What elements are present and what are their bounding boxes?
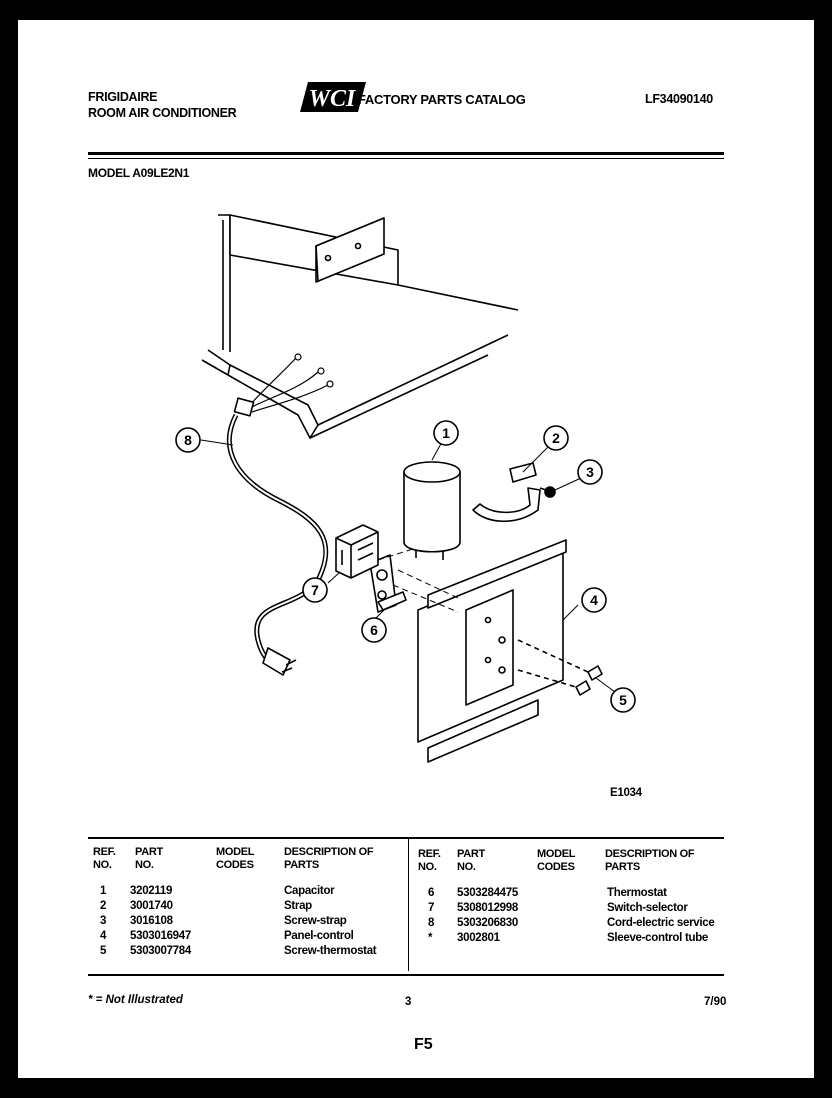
row-ref: 2 — [100, 900, 107, 912]
callout-2-label: 2 — [552, 430, 560, 446]
logo-text: WCI — [309, 86, 357, 112]
callout-5 — [610, 687, 636, 713]
row-ref: 7 — [428, 902, 435, 914]
row-part: 3002801 — [457, 932, 500, 944]
figure-code: E1034 — [610, 787, 642, 799]
selector-switch — [335, 524, 379, 579]
row-desc: Panel-control — [284, 930, 354, 942]
row-desc: Strap — [284, 900, 312, 912]
callout-2 — [543, 425, 569, 451]
callout-3-label: 3 — [586, 464, 594, 480]
table-bottom-rule — [88, 974, 724, 976]
row-desc: Capacitor — [284, 885, 335, 897]
row-desc: Cord-electric service — [607, 917, 715, 929]
row-ref: 5 — [100, 945, 107, 957]
row-part: 5303206830 — [457, 917, 518, 929]
row-part: 3016108 — [130, 915, 173, 927]
strap-screw — [539, 486, 556, 498]
power-cord — [226, 397, 329, 676]
wci-logo: WCI — [300, 82, 366, 112]
row-part: 5303284475 — [457, 887, 518, 899]
callout-5-label: 5 — [619, 692, 627, 708]
row-part: 5303016947 — [130, 930, 191, 942]
table-top-rule — [88, 837, 724, 839]
header-rule-thick — [88, 152, 724, 155]
row-ref: 4 — [100, 930, 107, 942]
row-ref: * — [428, 932, 433, 944]
revision-date: 7/90 — [704, 996, 727, 1008]
table-divider — [408, 839, 409, 971]
callout-1-label: 1 — [442, 425, 450, 441]
control-panel — [417, 539, 567, 763]
thermostat-screws — [517, 639, 603, 696]
row-desc: Thermostat — [607, 887, 667, 899]
capacitor — [403, 461, 461, 560]
row-ref: 1 — [100, 885, 107, 897]
row-desc: Screw-strap — [284, 915, 347, 927]
header-part-no: PART NO. — [135, 846, 163, 871]
row-desc: Screw-thermostat — [284, 945, 377, 957]
header-ref-no: REF. NO. — [93, 846, 116, 871]
header-model-codes-right: MODEL CODES — [537, 848, 576, 873]
unit-housing — [201, 214, 519, 439]
callout-6 — [361, 617, 387, 643]
row-ref: 3 — [100, 915, 107, 927]
row-desc: Sleeve-control tube — [607, 932, 709, 944]
row-ref: 8 — [428, 917, 435, 929]
exploded-parts-diagram: 1 2 3 4 5 6 7 8 — [175, 214, 636, 763]
header-part-no-right: PART NO. — [457, 848, 485, 873]
model-line: MODEL A09LE2N1 — [88, 166, 190, 180]
not-illustrated-note: * = Not Illustrated — [88, 994, 183, 1006]
row-part: 5303007784 — [130, 945, 191, 957]
thermostat — [369, 554, 407, 613]
callout-1 — [433, 420, 459, 446]
callout-8 — [175, 427, 201, 453]
callout-7-label: 7 — [311, 582, 319, 598]
alignment-lines — [377, 547, 459, 613]
page-number: 3 — [405, 996, 412, 1008]
row-part: 5308012998 — [457, 902, 518, 914]
row-ref: 6 — [428, 887, 435, 899]
catalog-title: FACTORY PARTS CATALOG — [358, 92, 526, 107]
section-code: F5 — [414, 1036, 433, 1053]
callout-4-label: 4 — [590, 592, 598, 608]
header-description-right: DESCRIPTION OF PARTS — [605, 848, 695, 873]
header-model-codes: MODEL CODES — [216, 846, 255, 871]
catalog-number: LF34090140 — [645, 92, 713, 106]
brand-name: FRIGIDAIRE — [88, 90, 158, 104]
callout-4 — [581, 587, 607, 613]
callout-8-label: 8 — [184, 432, 192, 448]
callouts — [175, 420, 636, 713]
housing-wires — [249, 353, 334, 413]
header-rule-thin — [88, 158, 724, 159]
product-name: ROOM AIR CONDITIONER — [88, 106, 237, 120]
row-part: 3001740 — [130, 900, 173, 912]
header-ref-no-right: REF. NO. — [418, 848, 441, 873]
callout-6-label: 6 — [370, 622, 378, 638]
callout-3 — [577, 459, 603, 485]
strap — [472, 462, 541, 522]
catalog-page: FRIGIDAIRE ROOM AIR CONDITIONER WCI FACT… — [18, 20, 814, 1078]
header-description: DESCRIPTION OF PARTS — [284, 846, 374, 871]
callout-7 — [302, 577, 328, 603]
row-desc: Switch-selector — [607, 902, 688, 914]
row-part: 3202119 — [130, 885, 173, 897]
